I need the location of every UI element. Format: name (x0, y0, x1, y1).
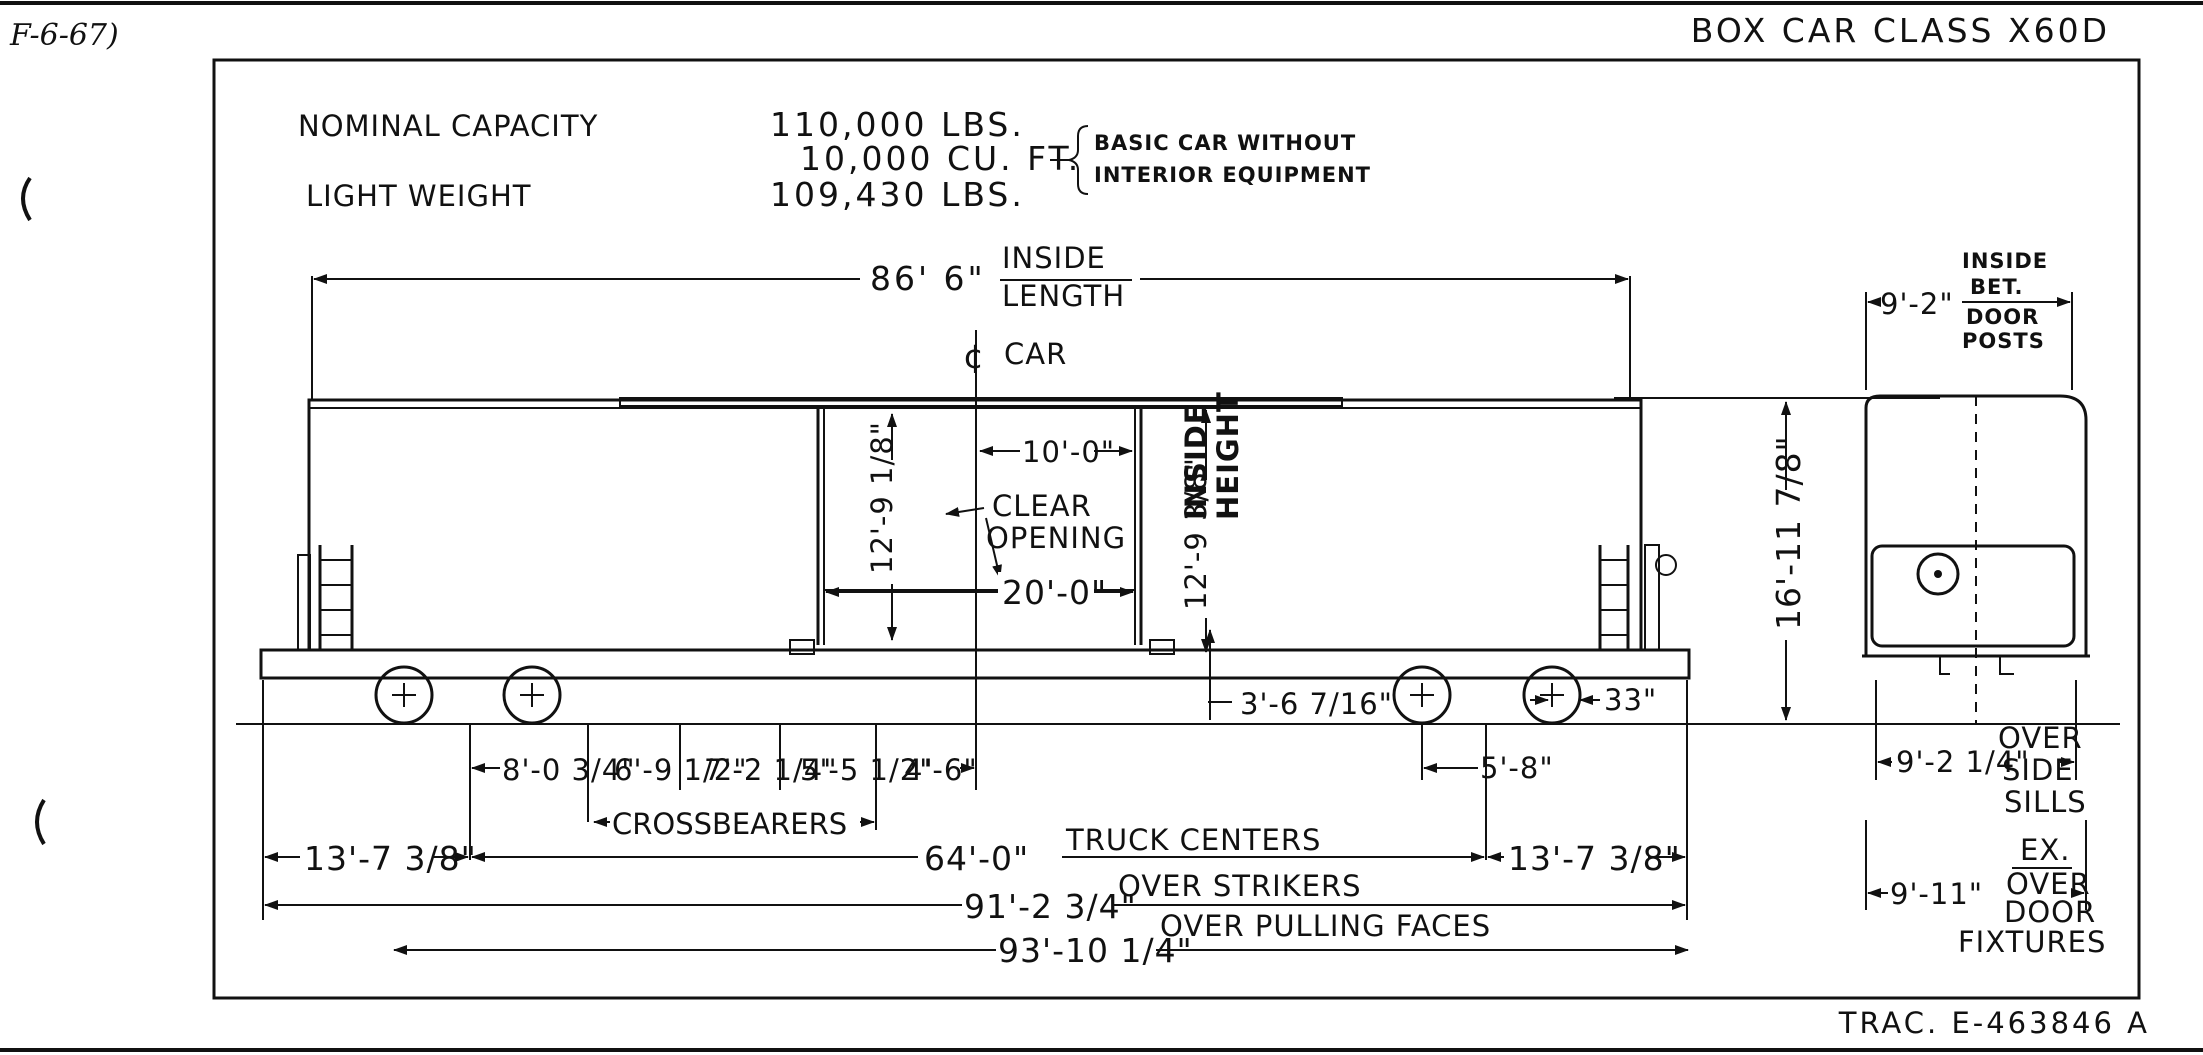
over-strikers-label: OVER STRIKERS (1118, 869, 1362, 903)
side-sills-width: 9'-2 1/4" (1896, 745, 2030, 779)
clear-opening-label-line1: CLEAR (992, 489, 1092, 523)
inside-length-label-line1: INSIDE (1002, 241, 1106, 275)
crossbearer-spacing-4: 5'-5 1/2" (800, 753, 934, 787)
wheel (502, 665, 562, 725)
door-posts-label-3: DOOR (1966, 305, 2039, 329)
centerline-symbol: ¢ (963, 337, 984, 376)
truck-wheelbase: 5'-8" (1480, 751, 1554, 785)
nominal-capacity-label: NOMINAL CAPACITY (298, 109, 598, 143)
crossbearer-spacing-3: 7'-2 1/4" (704, 753, 838, 787)
door-posts-width: 9'-2" (1880, 287, 1954, 321)
binding-mark (35, 798, 46, 846)
end-silhouette (1864, 394, 2088, 658)
end-sill-panel (1870, 544, 2076, 648)
basic-car-note-line1: BASIC CAR WITHOUT (1094, 131, 1356, 155)
side-sills-label-2: SIDE (2002, 753, 2074, 787)
door-fixtures-label-4: FIXTURES (1958, 925, 2106, 959)
door-posts-label-2: BET. (1970, 275, 2023, 299)
end-ladder-left (297, 545, 354, 651)
door-half-width: 10'-0" (1022, 435, 1115, 469)
crossbearer-spacing-2: 6'-9 1/2" (614, 753, 748, 787)
wheel (374, 665, 434, 725)
inside-height-label-line1: INSIDE (1179, 403, 1213, 520)
inside-height-value: 12'-9 3/8" (1179, 457, 1213, 610)
wheel (1392, 665, 1452, 725)
truck-centers-label: TRUCK CENTERS (1065, 823, 1321, 857)
end-to-truck-left: 13'-7 3/8" (304, 839, 477, 878)
door-width: 20'-0" (1002, 573, 1107, 612)
end-ladder-right (1598, 544, 1677, 651)
drawing-frame (212, 58, 2141, 1000)
nominal-capacity-value: 110,000 LBS. (770, 105, 1025, 144)
drawing-title: BOX CAR CLASS X60D (1691, 11, 2110, 50)
side-sills-label-3: SILLS (2004, 785, 2087, 819)
crossbearer-spacing-1: 8'-0 3/4" (502, 753, 636, 787)
cubic-capacity-value: 10,000 CU. FT. (800, 139, 1081, 178)
inside-length-label-line2: LENGTH (1002, 279, 1125, 313)
door-fixtures-label-2: OVER (2006, 867, 2091, 901)
tracing-number: TRAC. E-463846 A (1838, 1006, 2150, 1040)
basic-car-note-line2: INTERIOR EQUIPMENT (1094, 163, 1371, 187)
door-fixtures-label-3: DOOR (2004, 895, 2096, 929)
crossbearers-label: CROSSBEARERS (612, 807, 847, 841)
centerline-label: CAR (1004, 337, 1067, 371)
clear-opening-height: 12'-9 1/8" (865, 421, 899, 574)
handwritten-date: F-6-67) (9, 18, 119, 53)
side-sills-label-1: OVER (1998, 721, 2083, 755)
end-to-truck-right: 13'-7 3/8" (1508, 839, 1681, 878)
light-weight-value: 109,430 LBS. (770, 175, 1025, 214)
door-fixtures-width: 9'-11" (1890, 877, 1983, 911)
over-pulling-faces-label: OVER PULLING FACES (1160, 909, 1491, 943)
end-view: 9'-2" INSIDE BET. DOOR POSTS 16'-11 7/8"… (1614, 249, 2106, 959)
door-fixtures-label-1: EX. (2020, 833, 2070, 867)
truck-centers-value: 64'-0" (924, 839, 1029, 878)
door-posts-label-4: POSTS (1962, 329, 2045, 353)
inside-length-value: 86' 6" (870, 259, 986, 298)
height-above-rail: 3'-6 7/16" (1240, 687, 1393, 721)
wheel-diameter: 33" (1604, 683, 1657, 717)
clear-opening-label-line2: OPENING (986, 521, 1126, 555)
over-strikers-value: 91'-2 3/4" (964, 887, 1137, 926)
roof-walk (619, 397, 1343, 407)
brake-wheel (1916, 552, 1960, 596)
inside-height-label-line2: HEIGHT (1211, 391, 1245, 520)
light-weight-label: LIGHT WEIGHT (306, 179, 531, 213)
binding-mark (21, 176, 32, 222)
wheel (1522, 665, 1582, 725)
door-posts-label-1: INSIDE (1962, 249, 2048, 273)
overall-height: 16'-11 7/8" (1769, 435, 1808, 630)
crossbearer-spacing-5: 4'-6" (904, 753, 978, 787)
side-view: 86' 6" INSIDE LENGTH ¢ CAR 10'-0" 12'-9 … (236, 241, 2120, 970)
